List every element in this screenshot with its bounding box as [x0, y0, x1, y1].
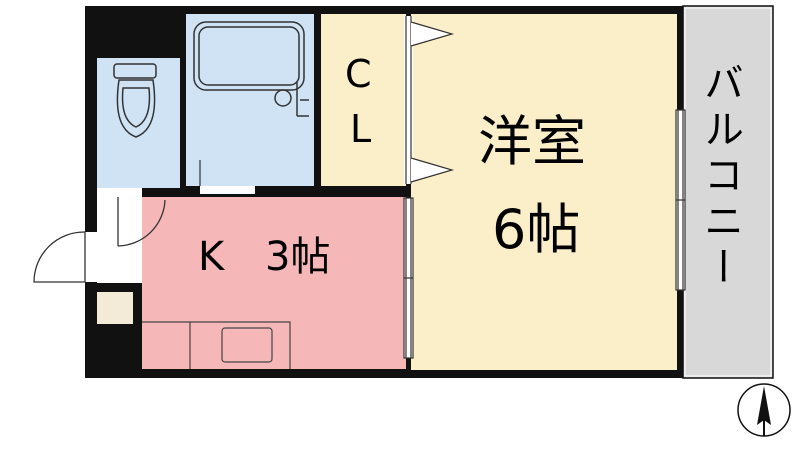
toilet-fixture-icon: [113, 63, 157, 138]
closet-door: [404, 16, 455, 184]
closet-room: [321, 14, 406, 186]
kitchen-room-name: K: [198, 234, 225, 280]
kitchen-room-size: 3帖: [265, 234, 331, 280]
balcony-window: [675, 109, 686, 291]
bath-door: [200, 186, 255, 194]
western-room-size: 6帖: [492, 198, 581, 261]
kitchen-counter: [142, 321, 291, 369]
closet-label-c: C: [345, 52, 372, 96]
bathtub-icon: [193, 21, 309, 117]
balcony: [682, 5, 774, 379]
closet-label-l: L: [350, 107, 372, 151]
kitchen-room: [142, 197, 406, 369]
western-room: [411, 14, 677, 370]
sliding-door: [403, 197, 414, 359]
entrance-door-icon: [33, 231, 97, 283]
bath-room: [186, 14, 314, 186]
north-arrow-icon: [737, 383, 791, 437]
toilet-door-icon: [97, 188, 166, 247]
sink-icon: [221, 327, 273, 363]
balcony-label: バルコニー: [697, 62, 743, 292]
entrance-floor: [97, 292, 133, 324]
hall-floor: [97, 197, 142, 283]
western-room-name: 洋室: [478, 110, 586, 173]
